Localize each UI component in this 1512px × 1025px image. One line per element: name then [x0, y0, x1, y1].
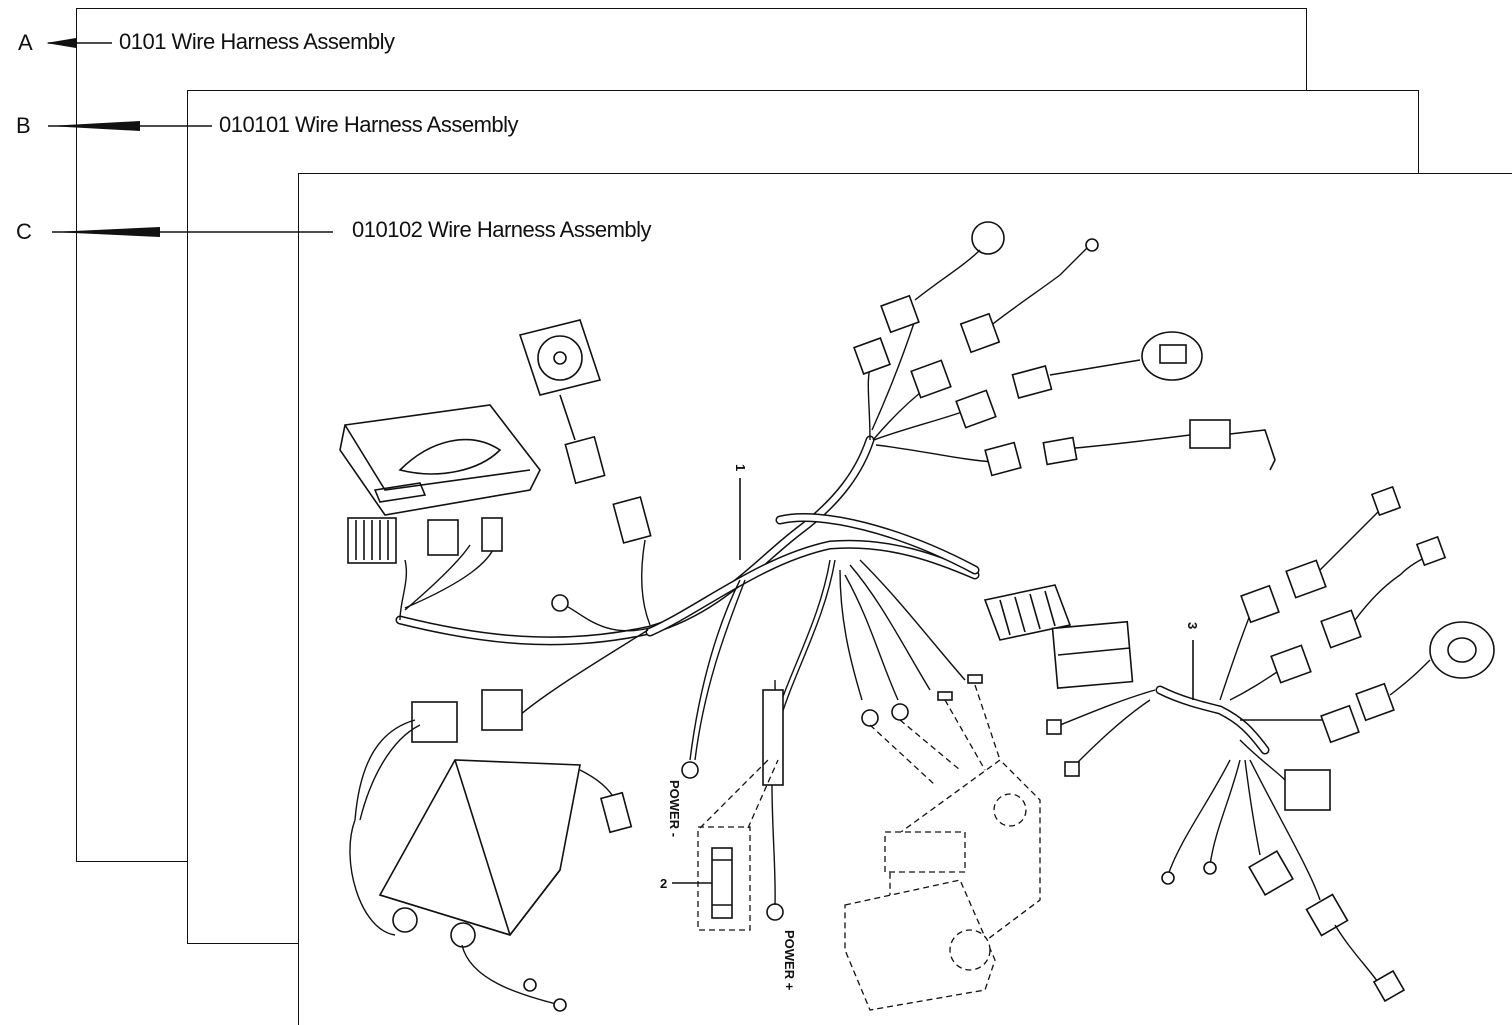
- item3-label: 3: [1185, 622, 1200, 629]
- leader-arrows: [46, 38, 333, 237]
- sheet-b-title: 010101 Wire Harness Assembly: [219, 112, 519, 137]
- ref-letter-b: B: [16, 113, 31, 138]
- cooling-fan: [518, 319, 652, 612]
- drive-motor-dashed: [844, 684, 1041, 1011]
- item2-label: 2: [660, 876, 667, 891]
- power-neg-label: POWER -: [667, 780, 682, 837]
- ref-letter-a: A: [18, 30, 33, 55]
- power-pos-label: POWER +: [782, 930, 797, 991]
- sheet-c-title: 010102 Wire Harness Assembly: [352, 217, 652, 242]
- power-inverter: [349, 759, 633, 1012]
- controller-module: [339, 404, 541, 516]
- fuse-holder: [672, 679, 784, 931]
- ring-terminals: [681, 674, 983, 921]
- ref-letter-c: C: [16, 219, 32, 244]
- harness-three: [1046, 485, 1495, 1003]
- left-lower-connectors: [354, 689, 523, 821]
- top-connectors: [853, 221, 1276, 477]
- controller-connectors: [347, 517, 503, 564]
- sheet-a-title: 0101 Wire Harness Assembly: [119, 29, 395, 54]
- main-plug: [983, 584, 1072, 641]
- item1-label: 1: [733, 464, 748, 471]
- main-harness: [395, 319, 996, 761]
